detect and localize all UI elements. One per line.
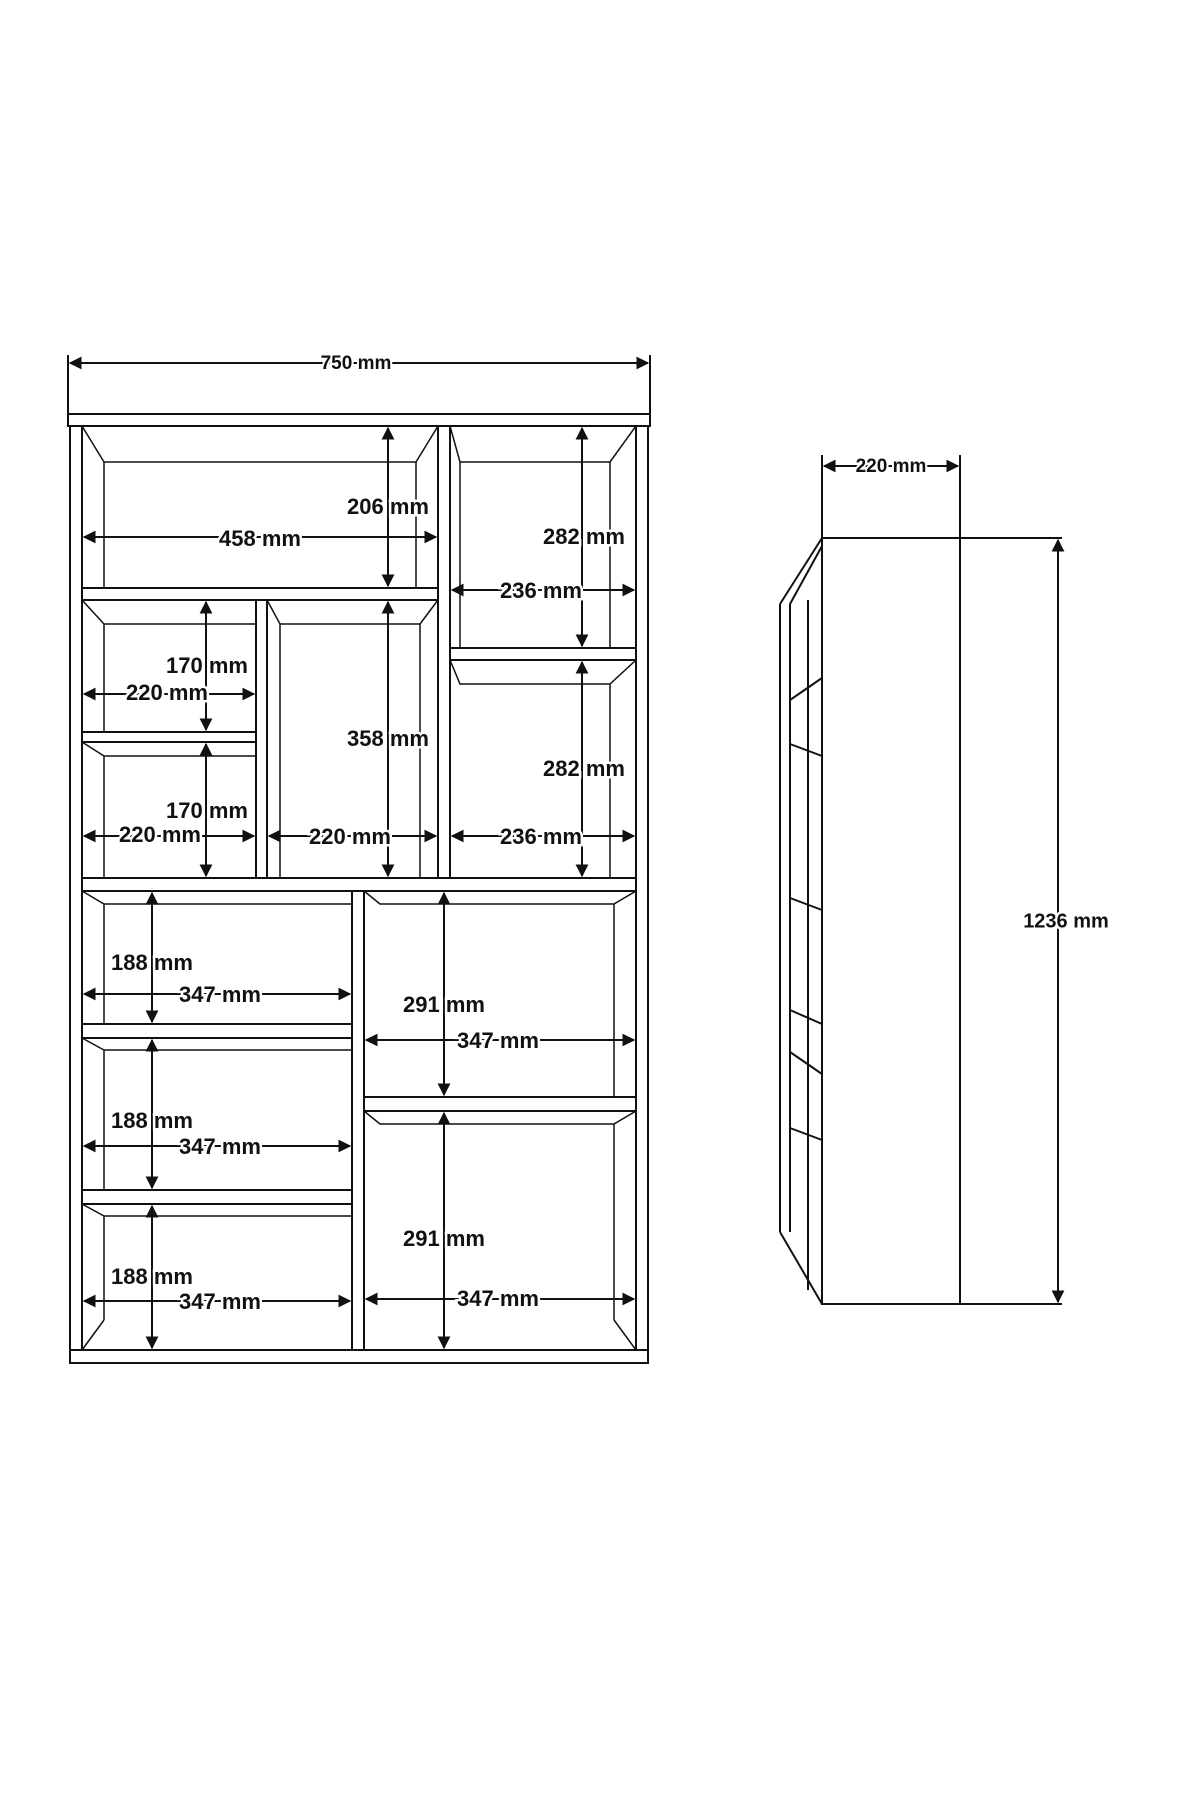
back-panel-middle-tall — [266, 599, 439, 625]
dimension-lines — [68, 356, 1065, 1350]
label-347-left-3: 347 mm — [179, 1289, 261, 1314]
side-inner-top — [789, 545, 823, 605]
label-170-upper: 170 mm — [166, 653, 248, 678]
side-shelf-6 — [789, 1127, 823, 1141]
back-panel-top-wide — [81, 425, 439, 463]
label-188-1: 188 mm — [111, 950, 193, 975]
label-291-2: 291 mm — [403, 1226, 485, 1251]
label-overall-height: 1236 mm — [1023, 910, 1109, 932]
shelf-lower-left-1 — [81, 1023, 353, 1039]
label-282-upper: 282 mm — [543, 524, 625, 549]
label-291-1: 291 mm — [403, 992, 485, 1017]
shelf-right-upper — [449, 647, 637, 661]
back-panel-small-left-upper — [81, 599, 256, 625]
front-view — [67, 355, 651, 1364]
label-347-left-2: 347 mm — [179, 1134, 261, 1159]
label-347-left-1: 347 mm — [179, 982, 261, 1007]
label-188-2: 188 mm — [111, 1108, 193, 1133]
side-shelf-4 — [789, 1009, 823, 1025]
side-shelf-5 — [789, 1051, 823, 1075]
label-347-right-2: 347 mm — [457, 1286, 539, 1311]
label-220-middle: 220 mm — [309, 824, 391, 849]
side-shelf-2 — [789, 743, 823, 757]
label-overall-width: 750 mm — [321, 353, 392, 374]
label-depth: 220 mm — [856, 456, 927, 477]
shelf-middle-full — [81, 877, 637, 892]
label-188-3: 188 mm — [111, 1264, 193, 1289]
base-plinth — [69, 1349, 649, 1364]
shelf-lower-left-2 — [81, 1189, 353, 1205]
label-220-lower: 220 mm — [119, 822, 201, 847]
label-236-upper: 236 mm — [500, 578, 582, 603]
label-236-lower: 236 mm — [500, 824, 582, 849]
side-panel-face — [821, 537, 961, 1305]
back-panel-right-lower — [449, 659, 637, 685]
label-170-lower: 170 mm — [166, 798, 248, 823]
label-347-right-1: 347 mm — [457, 1028, 539, 1053]
back-panel-lower-right-2 — [363, 1110, 637, 1125]
side-shelf-3 — [789, 897, 823, 911]
lower-divider — [351, 890, 365, 1351]
shelf-small-left — [81, 731, 257, 743]
side-shelf-1 — [789, 677, 823, 701]
label-220-upper: 220 mm — [126, 680, 208, 705]
shelf-top-wide — [81, 587, 439, 601]
back-panel-right-upper — [449, 425, 637, 463]
upper-divider-middle — [255, 599, 268, 879]
back-panel-lower-left-1 — [81, 890, 352, 905]
side-top-edge — [779, 537, 823, 605]
label-458: 458 mm — [219, 526, 301, 551]
label-358: 358 mm — [347, 726, 429, 751]
back-panel-lower-left-3 — [81, 1203, 352, 1217]
side-view — [779, 455, 1062, 1305]
cabinet-outline — [69, 425, 649, 1364]
side-bottom-edge — [779, 1231, 823, 1305]
label-206: 206 mm — [347, 494, 429, 519]
back-panel-lower-left-2 — [81, 1037, 352, 1051]
top-panel — [67, 413, 651, 427]
dimension-labels: 750 mm 206 mm 458 mm 282 mm 236 mm 170 m… — [109, 351, 1112, 1316]
shelf-lower-right — [363, 1096, 637, 1112]
upper-divider-right — [437, 425, 451, 879]
back-panel-small-left-lower — [81, 741, 256, 757]
label-282-lower: 282 mm — [543, 756, 625, 781]
back-panel-line — [81, 1319, 105, 1351]
back-panel-line — [613, 1319, 637, 1351]
back-panel-lower-right-1 — [363, 890, 637, 905]
